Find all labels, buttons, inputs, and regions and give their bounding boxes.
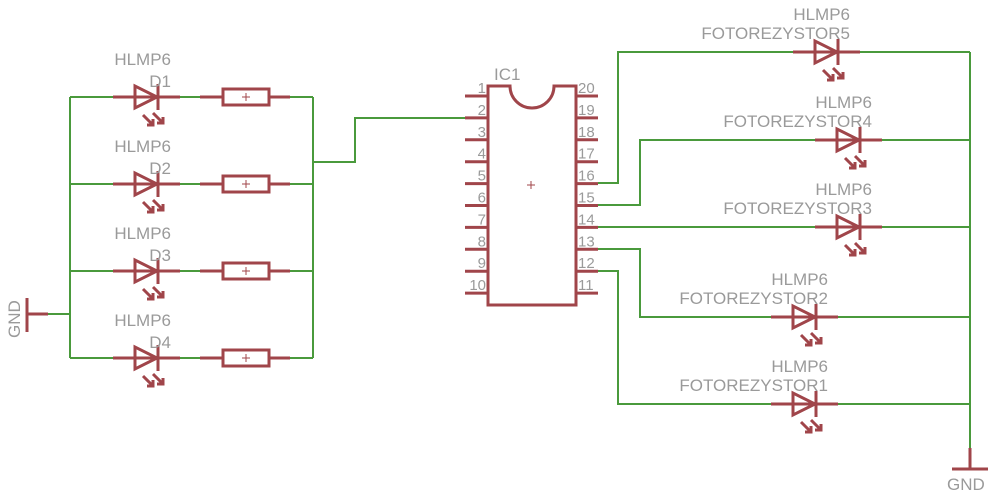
diode-icon: [133, 257, 161, 285]
light-arrows-icon: [843, 241, 867, 257]
led-value-label: HLMP6: [114, 137, 171, 156]
led-value-label: HLMP6: [771, 357, 828, 376]
resistor: [221, 261, 271, 281]
led-value-label: HLMP6: [114, 224, 171, 243]
light-arrows-icon: [843, 154, 867, 170]
ic-pin13-wire: [598, 248, 771, 318]
diode-icon: [813, 38, 841, 66]
ic-pin-number: 19: [578, 102, 595, 119]
gnd-left-symbol: GND: [5, 298, 48, 338]
led-name-label: D2: [149, 159, 171, 178]
ic-pin-number: 10: [469, 277, 486, 294]
led-name-label: D3: [149, 246, 171, 265]
ic-pin-number: 7: [478, 211, 486, 228]
ic-pin-number: 3: [478, 124, 486, 141]
ic-pin-number: 16: [578, 168, 595, 185]
diode-icon: [133, 83, 161, 111]
resistor: [221, 87, 271, 107]
gnd-right-symbol: GND: [947, 448, 988, 494]
led-name-label: D1: [149, 72, 171, 91]
ic-pin12-wire: [598, 270, 771, 405]
diode-icon: [133, 344, 161, 372]
ic-pin-number: 2: [478, 102, 486, 119]
diode-icon: [791, 390, 819, 418]
ic-pin-number: 13: [578, 233, 595, 250]
ic-pin15-wire: [598, 139, 815, 206]
led-value-label: HLMP6: [771, 270, 828, 289]
ic-pin-number: 12: [578, 255, 595, 272]
gnd-left-label: GND: [5, 300, 24, 338]
diode-icon: [791, 303, 819, 331]
ic-pin2-wire: [313, 117, 465, 163]
light-arrows-icon: [821, 66, 845, 82]
resistor: [221, 348, 271, 368]
led-value-label: HLMP6: [815, 180, 872, 199]
ic-pin16-wire: [598, 51, 793, 184]
ic-pin-number: 4: [478, 146, 486, 163]
diode-icon: [133, 170, 161, 198]
ic-pin-number: 1: [478, 80, 486, 97]
ic1: IC1 1 20 2 19 3 18 4 17 5 16 6 15 7 14 8 13 9 12 10 11: [465, 65, 598, 307]
led-name-label: D4: [149, 333, 171, 352]
gnd-right-label: GND: [947, 475, 985, 494]
led-value-label: HLMP6: [815, 93, 872, 112]
led-value-label: HLMP6: [793, 5, 850, 24]
led-value-label: HLMP6: [114, 311, 171, 330]
light-arrows-icon: [141, 111, 165, 127]
ic-pin-number: 14: [578, 211, 595, 228]
led-name-label: FOTOREZYSTOR5: [701, 24, 850, 43]
ic-pin-number: 20: [578, 80, 595, 97]
ic-pin-number: 5: [478, 168, 486, 185]
ic-pin-number: 9: [478, 255, 486, 272]
ic-pin-number: 17: [578, 146, 595, 163]
light-arrows-icon: [141, 285, 165, 301]
led-name-label: FOTOREZYSTOR1: [679, 376, 828, 395]
wires: [48, 51, 971, 448]
diode-icon: [835, 126, 863, 154]
led-value-label: HLMP6: [114, 50, 171, 69]
ic-pin-number: 15: [578, 190, 595, 207]
ic1-label: IC1: [494, 65, 520, 84]
resistor: [221, 174, 271, 194]
led-name-label: FOTOREZYSTOR4: [723, 112, 872, 131]
parts: HLMP6D1HLMP6D2HLMP6D3HLMP6D4HLMP6FOTOREZ…: [113, 5, 882, 434]
light-arrows-icon: [141, 372, 165, 388]
led-name-label: FOTOREZYSTOR2: [679, 289, 828, 308]
ic-pin-number: 18: [578, 124, 595, 141]
ic-pin-number: 11: [578, 277, 594, 294]
led-name-label: FOTOREZYSTOR3: [723, 199, 872, 218]
ic-pin-number: 8: [478, 233, 486, 250]
light-arrows-icon: [141, 198, 165, 214]
light-arrows-icon: [799, 418, 823, 434]
light-arrows-icon: [799, 331, 823, 347]
diode-icon: [835, 213, 863, 241]
ic-pin-number: 6: [478, 190, 486, 207]
